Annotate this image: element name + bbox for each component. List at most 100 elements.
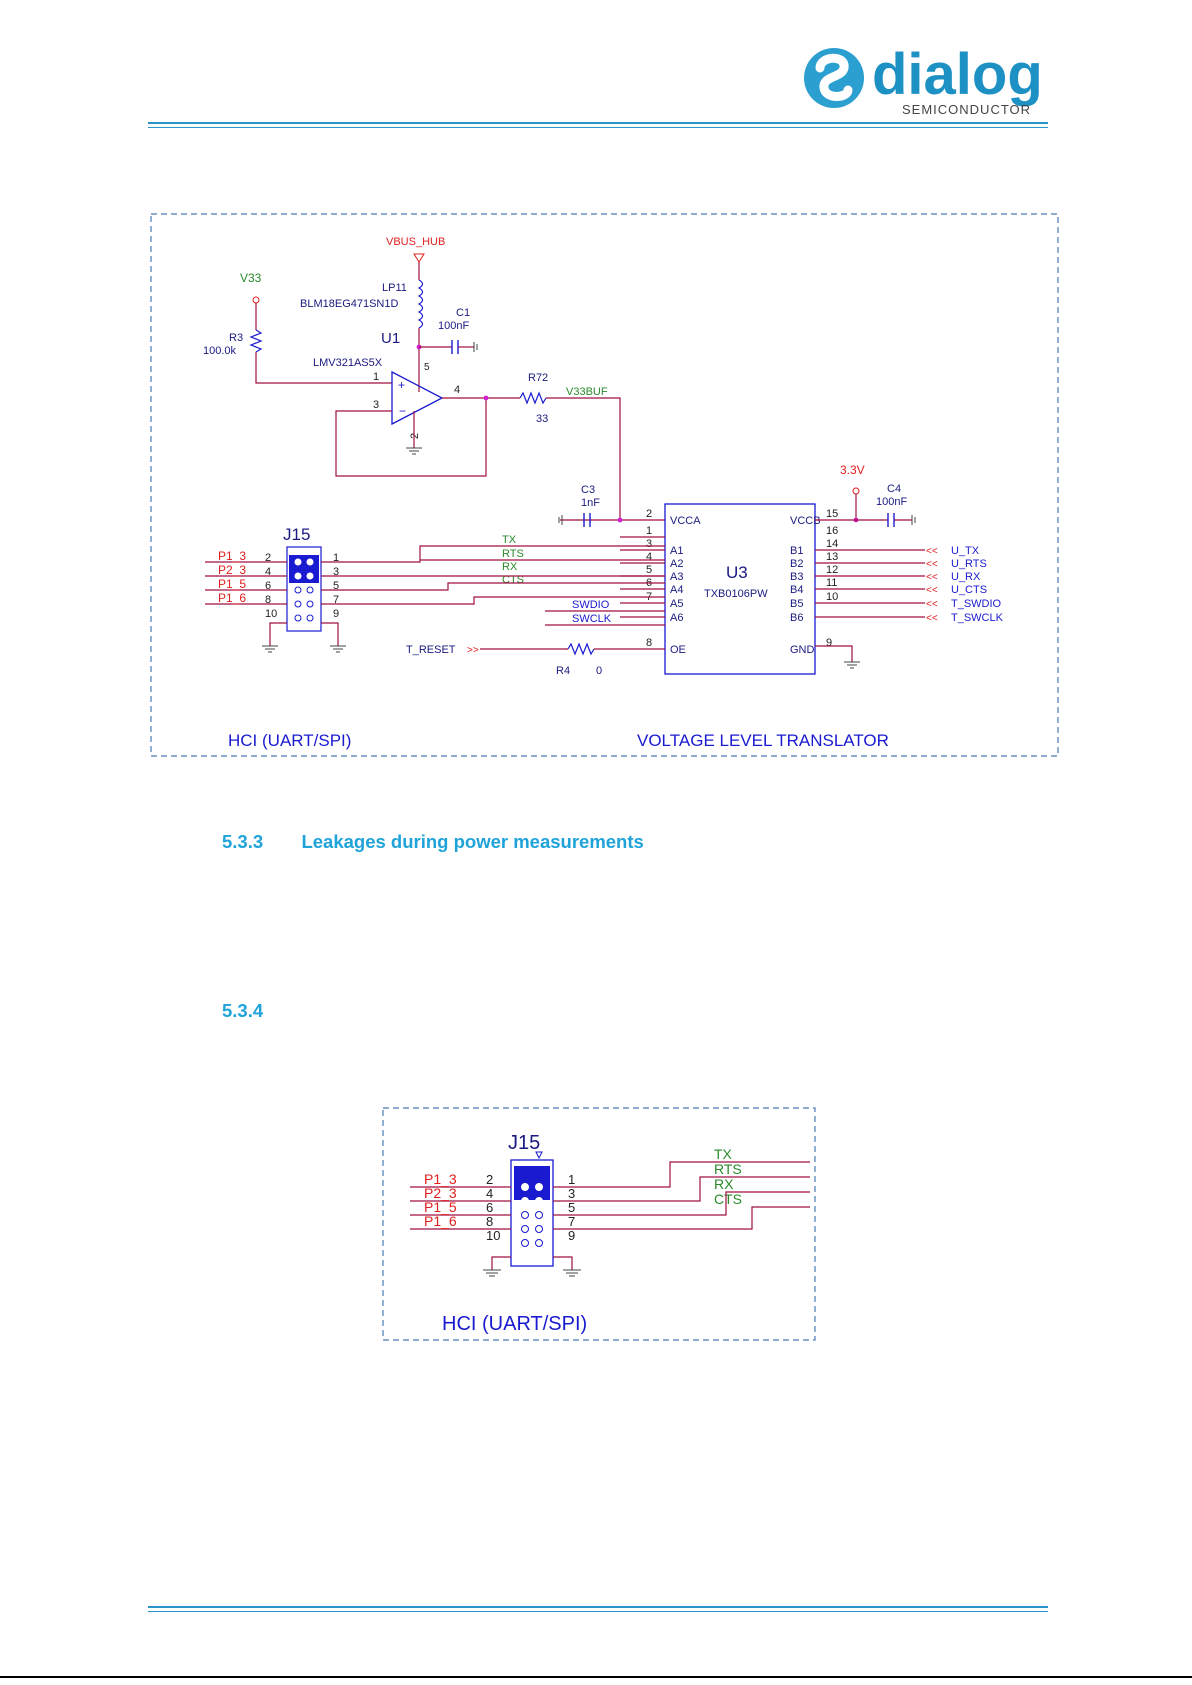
j15-pin-right: 7 <box>333 594 339 606</box>
fig2-pin-right: 1 <box>568 1172 575 1187</box>
fig2-pin-left: 4 <box>486 1186 493 1201</box>
u3-output-net: U_RTS <box>951 558 987 570</box>
u1-part: LMV321AS5X <box>313 357 383 369</box>
u3-pin-num: 4 <box>646 551 652 563</box>
u3-pin-name: A2 <box>670 558 683 570</box>
fig2-j15-nets: P1_3P2_3P1_5P1_6 <box>410 1171 511 1230</box>
j15-pin-right: 3 <box>333 566 339 578</box>
u3-pin-name: A1 <box>670 545 683 557</box>
net-v33buf: V33BUF <box>566 386 608 398</box>
heading-5-3-4-number: 5.3.4 <box>222 1000 264 1021</box>
u3-pin-name: GND <box>790 644 815 656</box>
u3-ref: U3 <box>726 563 748 582</box>
u1-pin-3: 3 <box>373 399 379 411</box>
c3-value: 1nF <box>581 497 600 509</box>
j15-pin-left: 6 <box>265 580 271 592</box>
net-t-reset: T_RESET <box>406 644 456 656</box>
u3-pin-num: 15 <box>826 508 838 520</box>
figure-1-frame <box>150 213 1059 757</box>
fig2-pin-right: 3 <box>568 1186 575 1201</box>
u3-pin-name: B1 <box>790 545 803 557</box>
j15-pin-right: 9 <box>333 608 339 620</box>
j15-pin-right: 5 <box>333 580 339 592</box>
vbus-arrow-icon <box>413 253 425 263</box>
u3-pin-num: 12 <box>826 564 838 576</box>
logo-sub: SEMICONDUCTOR <box>902 102 1031 117</box>
svg-text:<<: << <box>926 599 938 610</box>
fig2-pin-left: 10 <box>486 1228 500 1243</box>
header-rule-2 <box>148 127 1048 128</box>
j15-jumpers <box>289 555 319 583</box>
j15-pin-left: 2 <box>265 552 271 564</box>
heading-5-3-3-number: 5.3.3 <box>222 831 264 852</box>
signal-swdio: SWDIO <box>572 599 610 611</box>
u1-pin-2: 2 <box>409 433 421 439</box>
u3-pin-name: B4 <box>790 584 803 596</box>
u3-output-net: U_RX <box>951 571 981 583</box>
u3-output-net: U_CTS <box>951 584 987 596</box>
c1-ref: C1 <box>456 307 470 319</box>
u3-part: TXB0106PW <box>704 588 768 600</box>
heading-5-3-4: 5.3.4 <box>222 1000 263 1022</box>
u3-pin-num: 2 <box>646 508 652 520</box>
u3-pin-num: 11 <box>826 577 837 589</box>
fig2-signal-label: TX <box>714 1146 733 1162</box>
opamp-u1-icon <box>391 370 444 426</box>
svg-text:<<: << <box>926 585 938 596</box>
svg-text:<<: << <box>926 613 938 624</box>
logo-mark-icon <box>804 48 864 108</box>
lp11-part: BLM18EG471SN1D <box>300 298 398 310</box>
fig2-j15-jumpers <box>514 1166 550 1200</box>
hci-signal-label: RTS <box>502 548 524 560</box>
j15-pin-right: 1 <box>333 552 339 564</box>
section-vlt: VOLTAGE LEVEL TRANSLATOR <box>637 731 889 750</box>
fig2-signal-label: RTS <box>714 1161 742 1177</box>
c4-value: 100nF <box>876 496 907 508</box>
u3-pin-name: OE <box>670 644 686 656</box>
fig2-net-label: P1_6 <box>424 1213 457 1229</box>
r3-value: 100.0k <box>203 345 237 357</box>
j15-pin-left: 4 <box>265 566 271 578</box>
figure-2-frame <box>382 1107 816 1341</box>
j15-ref: J15 <box>283 525 310 544</box>
u3-output-net: T_SWCLK <box>951 612 1004 624</box>
resistor-r4-icon <box>567 642 595 656</box>
fig2-pin-right: 5 <box>568 1200 575 1215</box>
svg-text:>>: >> <box>467 645 479 656</box>
u3-pin-num: 16 <box>826 525 838 537</box>
u3-pin-name: VCCB <box>790 515 821 527</box>
schematic-figure-1: VBUS_HUB LP11 BLM18EG471SN1D C1 100nF V3… <box>0 0 1192 780</box>
fig2-section-hci: HCI (UART/SPI) <box>442 1313 587 1335</box>
c1-value: 100nF <box>438 320 469 332</box>
ferrite-lp11-icon <box>417 279 424 329</box>
svg-text:+: + <box>398 378 405 392</box>
fig2-signal-label: CTS <box>714 1191 742 1207</box>
fig2-j15-ref: J15 <box>508 1132 540 1154</box>
r72-ref: R72 <box>528 372 548 384</box>
net-vbus-hub: VBUS_HUB <box>386 236 445 248</box>
j15-net-label: P1_5 <box>218 577 246 591</box>
fig2-j15-body <box>510 1159 554 1267</box>
fig2-pin-right: 7 <box>568 1214 575 1229</box>
u3-pin-num: 8 <box>646 637 652 649</box>
section-hci: HCI (UART/SPI) <box>228 731 351 750</box>
lp11-ref: LP11 <box>382 282 407 294</box>
j15-body <box>286 546 322 632</box>
svg-text:<<: << <box>926 572 938 583</box>
j15-net-label: P2_3 <box>218 563 246 577</box>
signal-swclk: SWCLK <box>572 613 612 625</box>
fig2-net-label: P2_3 <box>424 1185 457 1201</box>
svg-text:<<: << <box>926 559 938 570</box>
net-3v3: 3.3V <box>840 463 865 477</box>
svg-text:−: − <box>399 404 406 418</box>
c3-ref: C3 <box>581 484 595 496</box>
u1-pin-5: 5 <box>424 362 430 373</box>
r3-ref: R3 <box>229 332 243 344</box>
